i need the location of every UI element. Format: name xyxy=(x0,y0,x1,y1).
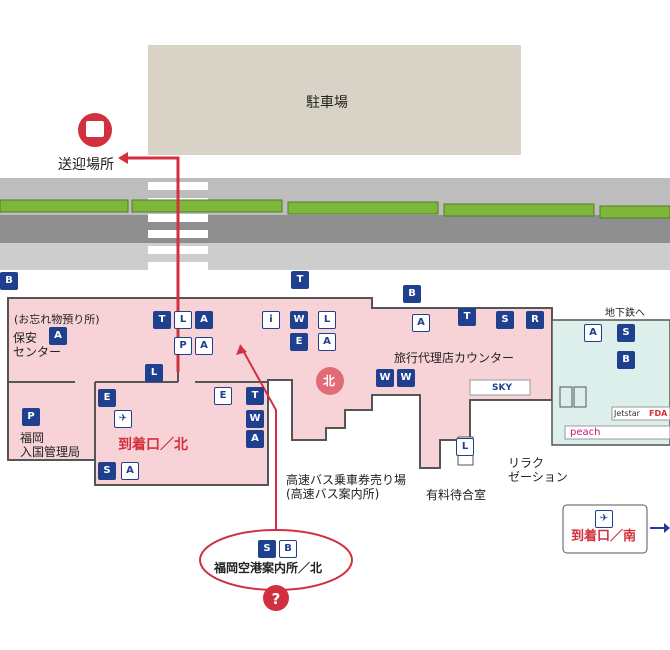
pickup-route xyxy=(128,156,180,372)
bus-icon: B xyxy=(403,285,421,303)
jetstar-label: Jetstar xyxy=(614,409,640,418)
travel-agency-label: 旅行代理店カウンター xyxy=(394,351,515,365)
subway-icon: S xyxy=(258,540,276,558)
locker-icon: L xyxy=(174,311,192,329)
escalator-icon: S xyxy=(617,324,635,342)
bus-icon: B xyxy=(279,540,297,558)
relaxation-label: リラク ゼーション xyxy=(508,456,568,484)
phone-icon: T xyxy=(246,387,264,405)
toilet-icon: W xyxy=(376,369,394,387)
locker-icon: L xyxy=(318,311,336,329)
arrival-south-label: 到着口／南 xyxy=(571,529,637,544)
arrival-plane-icon: ✈ xyxy=(114,410,132,428)
arrival-south-box xyxy=(562,504,648,554)
pickup-label: 送迎場所 xyxy=(58,157,114,173)
elevator-icon: E xyxy=(98,389,116,407)
info-center-ellipse xyxy=(199,529,353,591)
subway-label: 地下鉄へ xyxy=(605,308,645,319)
accessible-icon: A xyxy=(49,327,67,345)
immigration-label: 福岡 入国管理局 xyxy=(20,431,81,459)
sky-label: SKY xyxy=(492,383,512,393)
parking-label: 駐車場 xyxy=(306,95,348,111)
paid-lounge-label: 有料待合室 xyxy=(426,488,487,502)
fda-label: FDA xyxy=(649,409,668,418)
accessible-icon: A xyxy=(246,430,264,448)
phone-icon: T xyxy=(153,311,171,329)
subway-area xyxy=(551,319,670,446)
north-marker xyxy=(316,367,344,395)
escalator-icon: S xyxy=(496,311,514,329)
arrival-plane-icon: ✈ xyxy=(595,510,613,528)
info-icon: i xyxy=(262,311,280,329)
info-route xyxy=(239,344,277,530)
escalator-icon: S xyxy=(98,462,116,480)
phone-icon: T xyxy=(458,308,476,326)
elevator-icon: E xyxy=(214,387,232,405)
arrival-north-label: 到着口／北 xyxy=(118,437,188,453)
taxi-icon: T xyxy=(291,271,309,289)
accessible-icon: A xyxy=(584,324,602,342)
atm-icon: A xyxy=(121,462,139,480)
bus-ticket-label: 高速バス乗車券売り場 (高速バス案内所) xyxy=(286,473,407,501)
north-label: 北 xyxy=(323,374,336,388)
toilet-icon: W xyxy=(397,369,415,387)
toilet-icon: W xyxy=(246,410,264,428)
bus-icon: B xyxy=(0,272,18,290)
book-icon: B xyxy=(617,351,635,369)
info-center-label: 福岡空港案内所／北 xyxy=(214,561,323,575)
peach-label: peach xyxy=(570,427,601,438)
canopy xyxy=(0,199,670,219)
lost-found-label: (お忘れ物預り所) xyxy=(14,313,100,326)
atm-icon: A xyxy=(412,314,430,332)
locker-icon: L xyxy=(145,364,163,382)
paid-lounge-icon: L xyxy=(456,438,474,456)
police-icon: P xyxy=(22,408,40,426)
atm-icon: A xyxy=(318,333,336,351)
elevator-icon: E xyxy=(290,333,308,351)
atm-icon: A xyxy=(195,337,213,355)
security-label: 保安 センター xyxy=(13,331,62,359)
toilet-icon: W xyxy=(290,311,308,329)
svg-text:?: ? xyxy=(272,590,281,608)
police-icon: P xyxy=(174,337,192,355)
atm-icon: A xyxy=(195,311,213,329)
restaurant-icon: R xyxy=(526,311,544,329)
parking-lot xyxy=(148,45,521,155)
